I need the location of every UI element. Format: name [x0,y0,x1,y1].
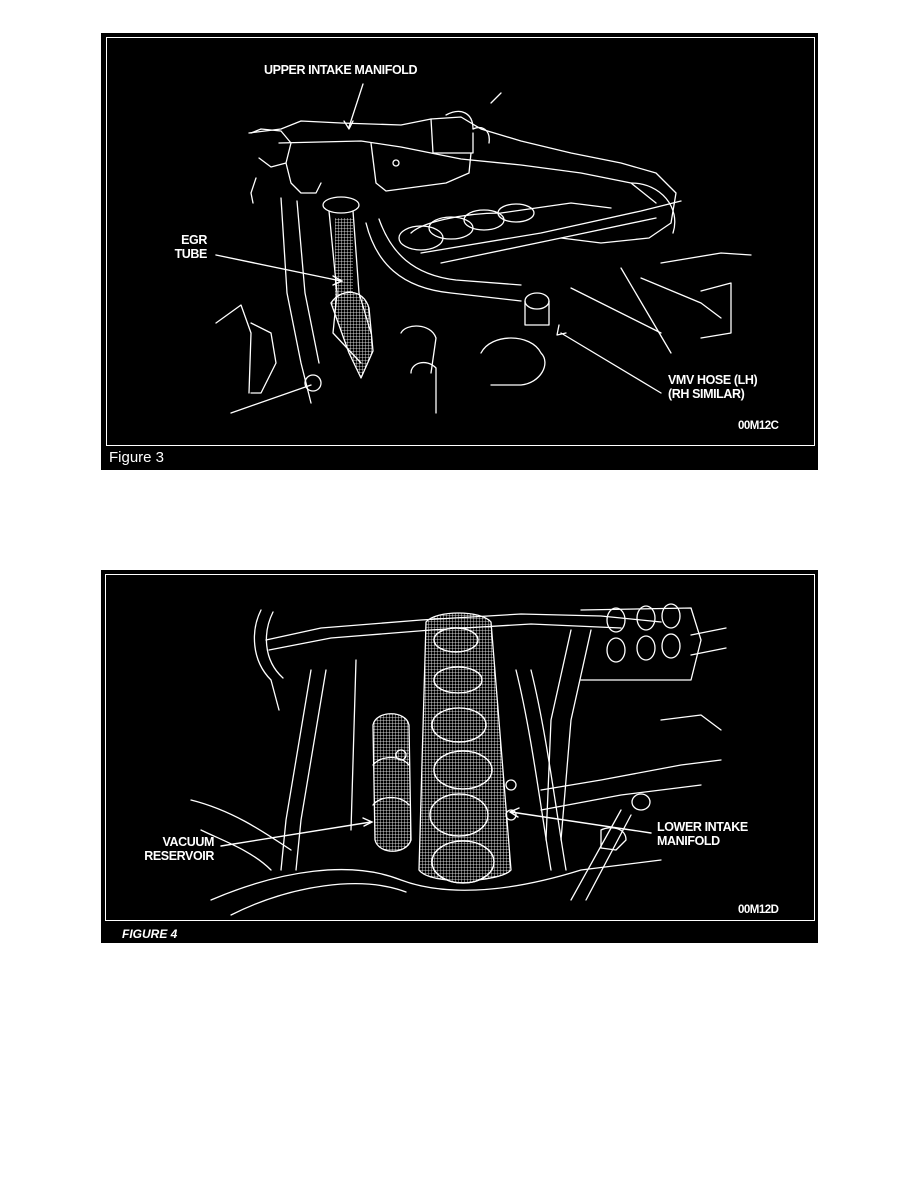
callout-vacuum-reservoir-line2: RESERVOIR [144,849,214,863]
callout-egr-tube-line1: EGR [181,233,207,247]
figure-3-upper-intake-manifold: UPPER INTAKE MANIFOLD EGR TUBE VMV HOSE … [101,33,818,470]
callout-vmv-hose-line2: (RH SIMILAR) [668,387,745,401]
illustration-code: 00M12D [738,904,779,916]
illustration-code: 00M12C [738,420,779,432]
figure-caption: FIGURE 4 [122,927,178,941]
callout-egr-tube-line2: TUBE [174,247,208,261]
callout-lower-intake-manifold-line2: MANIFOLD [657,834,720,848]
callout-upper-intake-manifold: UPPER INTAKE MANIFOLD [264,63,418,77]
callout-lower-intake-manifold-line1: LOWER INTAKE [657,820,748,834]
figure-caption: Figure 3 [109,449,165,466]
figure-frame [106,37,815,446]
engine-line-art-illustration [215,83,752,414]
engine-line-art-illustration [190,603,727,916]
callout-vacuum-reservoir-line1: VACUUM [162,835,214,849]
callout-vmv-hose-line1: VMV HOSE (LH) [668,373,758,387]
figure-frame [105,574,815,921]
figure-4-lower-intake-manifold: VACUUM RESERVOIR LOWER INTAKE MANIFOLD 0… [101,570,818,943]
